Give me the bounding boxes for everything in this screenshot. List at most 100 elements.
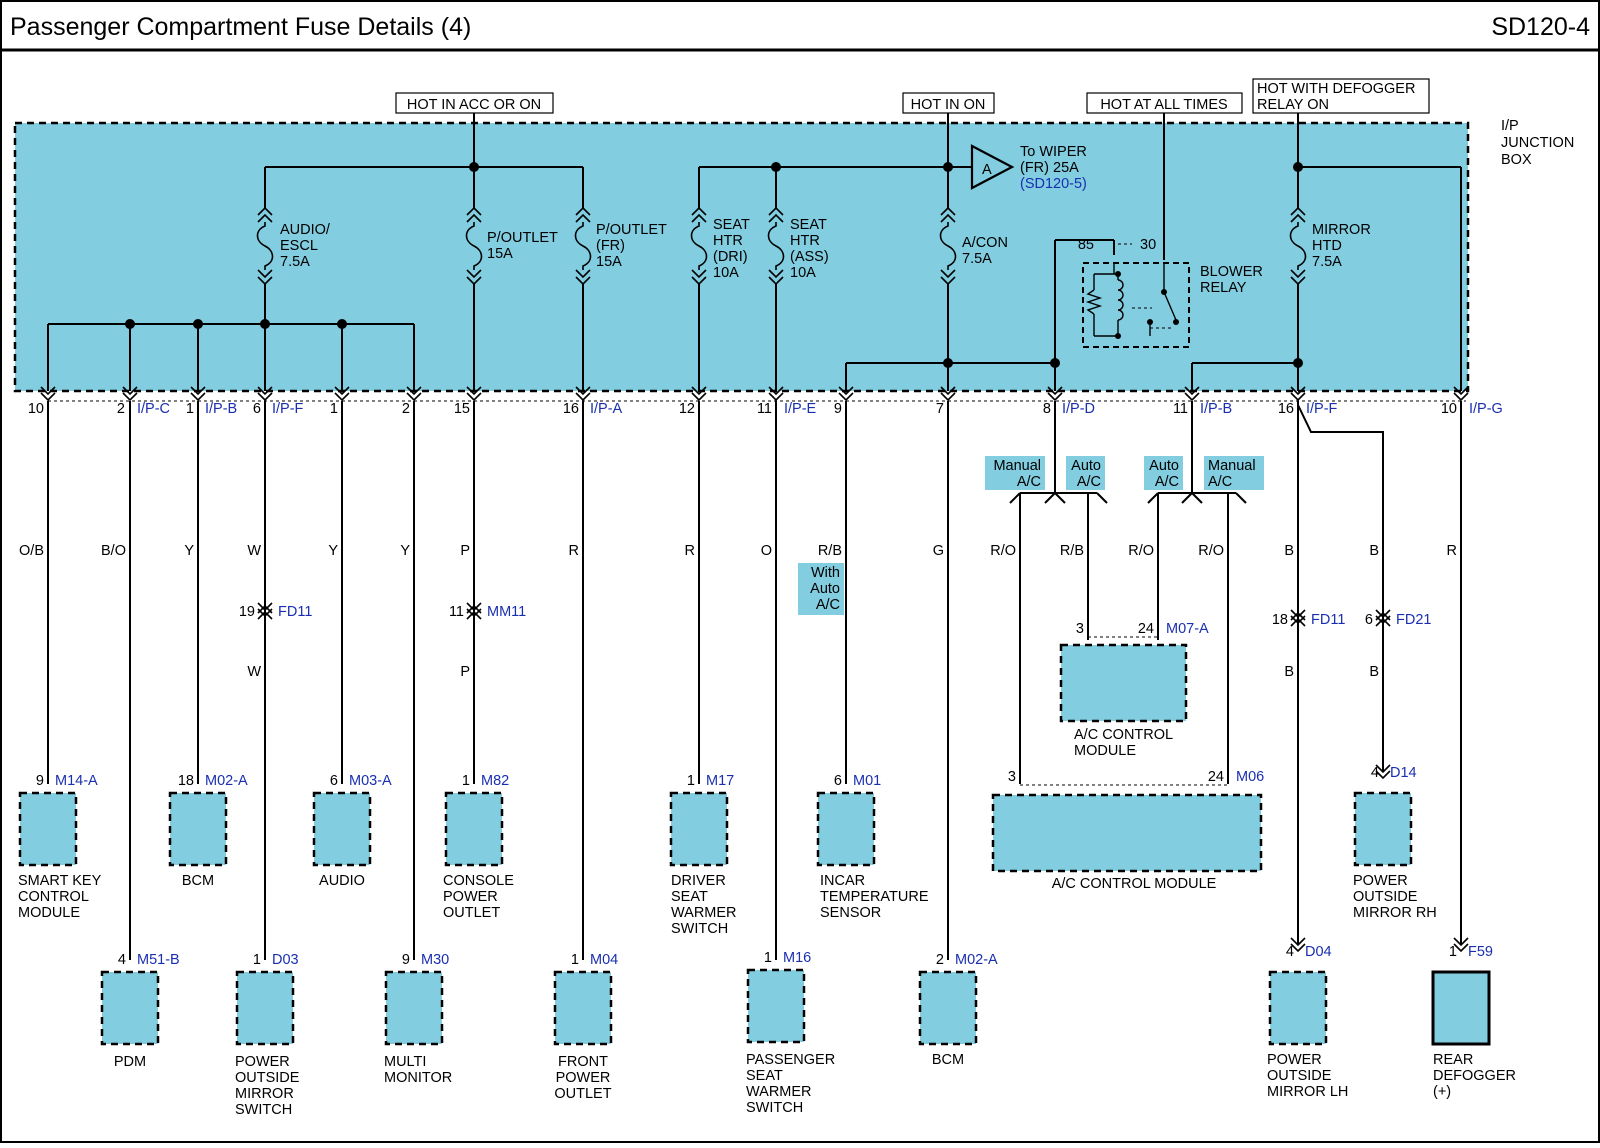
junction-box-label-2: JUNCTION	[1501, 135, 1574, 151]
fuse-acon-symbol	[939, 206, 957, 286]
inline-fd11-right-conn: FD11	[1311, 612, 1345, 628]
component-13-conn: D14	[1390, 765, 1417, 781]
offpage-triangle	[970, 144, 1015, 190]
d04-chevron	[1290, 937, 1306, 953]
component-5-conn: M30	[421, 952, 449, 968]
page-title: Passenger Compartment Fuse Details (4)	[10, 13, 471, 41]
ip-chevron-9	[768, 386, 784, 402]
m07-pin-3: 3	[1076, 621, 1084, 637]
fuse-audio-1: AUDIO/	[280, 222, 331, 238]
f59-chevron	[1453, 937, 1469, 953]
component-10-name-0: INCAR	[820, 873, 865, 889]
option-auto-right-1: Auto	[1149, 458, 1179, 474]
component-8-conn: M17	[706, 773, 734, 789]
wire-color-14: R/O	[1128, 543, 1154, 559]
option-with-auto-1: With	[811, 565, 840, 581]
offpage-label-1: To WIPER	[1020, 144, 1087, 160]
fuse-seat-dri-2: HTR	[713, 233, 743, 249]
wire-color-2: Y	[184, 543, 194, 559]
option-manual-right-1: Manual	[1208, 458, 1256, 474]
component-8-name-1: SEAT	[671, 889, 708, 905]
inline-mm11-pin: 11	[449, 604, 464, 620]
component-2-box	[168, 791, 228, 867]
blower-relay: 85 30 BLOWER RELAY	[1078, 237, 1263, 348]
splice-dots	[125, 162, 1303, 368]
ip-conn-9: I/P-E	[784, 401, 817, 417]
component-13-name-0: POWER	[1353, 873, 1408, 889]
fuse-audio-symbol	[256, 206, 274, 286]
junction-box-label-3: BOX	[1501, 152, 1532, 168]
fuse-poutlet-fr-2: (FR)	[596, 238, 625, 254]
component-6-box	[444, 791, 504, 867]
component-0-box	[18, 791, 78, 867]
wire-color-15: R/O	[1198, 543, 1224, 559]
component-8-pin: 1	[687, 773, 695, 789]
m07-name-1: A/C CONTROL	[1074, 727, 1173, 743]
wire-color-0: O/B	[19, 543, 44, 559]
component-3-conn: D03	[272, 952, 299, 968]
ip-chevron-7	[575, 386, 591, 402]
component-2-conn: M02-A	[205, 773, 248, 789]
component-10-name-1: TEMPERATURE	[820, 889, 929, 905]
wire-color-4: Y	[328, 543, 338, 559]
wire-color-5: Y	[400, 543, 410, 559]
m06-pin-3: 3	[1008, 769, 1016, 785]
ip-chevron-5	[406, 386, 422, 402]
component-14-name-0: POWER	[1267, 1052, 1322, 1068]
component-2-name-0: BCM	[182, 873, 214, 889]
inline-fd11-left-chevron-down	[257, 602, 273, 618]
wire-color-9: O	[761, 543, 772, 559]
ip-pin-0: 10	[28, 401, 44, 417]
m07-a-module: 3 24 M07-A A/C CONTROL MODULE	[1059, 621, 1209, 759]
component-5-pin: 9	[402, 952, 410, 968]
component-14-name-2: MIRROR LH	[1267, 1084, 1348, 1100]
ip-chevron-11	[940, 386, 956, 402]
ip-conn-7: I/P-A	[590, 401, 623, 417]
fuse-seat-ass-1: SEAT	[790, 217, 827, 233]
ip-pin-1: 2	[117, 401, 125, 417]
fuse-audio-2: ESCL	[280, 238, 318, 254]
component-9-conn: M16	[783, 950, 811, 966]
ip-conn-13: I/P-B	[1200, 401, 1232, 417]
fuse-acon-1: A/CON	[962, 235, 1008, 251]
ip-pin-14: 16	[1278, 401, 1294, 417]
source-acc-on: HOT IN ACC OR ON	[407, 97, 541, 113]
ip-chevron-4	[334, 386, 350, 402]
component-14-box	[1268, 970, 1328, 1046]
component-0-name-1: CONTROL	[18, 889, 89, 905]
component-7-name-0: FRONT	[558, 1054, 608, 1070]
m07-conn: M07-A	[1166, 621, 1209, 637]
fuse-seat-ass-symbol	[767, 206, 785, 286]
component-15-conn: F59	[1468, 944, 1493, 960]
component-14-conn: D04	[1305, 944, 1332, 960]
component-5-name-1: MONITOR	[384, 1070, 452, 1086]
component-8-box	[669, 791, 729, 867]
ip-conn-12: I/P-D	[1062, 401, 1095, 417]
ip-pin-12: 8	[1043, 401, 1051, 417]
wire-color-17: B	[1369, 543, 1379, 559]
fuse-mirror-1: MIRROR	[1312, 222, 1371, 238]
m07-name-2: MODULE	[1074, 743, 1136, 759]
ip-chevron-15	[1453, 386, 1469, 402]
component-6-name-1: POWER	[443, 889, 498, 905]
component-13-name-1: OUTSIDE	[1353, 889, 1418, 905]
ip-chevron-1	[122, 386, 138, 402]
fuse-poutlet-symbol	[465, 206, 483, 286]
m06-module: 3 24 M06 A/C CONTROL MODULE	[991, 769, 1264, 892]
ip-chevron-3	[257, 386, 273, 402]
relay-pin-85: 85	[1078, 237, 1094, 253]
inline-fd11-left-conn: FD11	[278, 604, 312, 620]
ip-connector-labels: 10 2 I/P-C 1 I/P-B 6 I/P-F 1 2 15 16 I/P…	[28, 401, 1503, 417]
component-6-name-2: OUTLET	[443, 905, 500, 921]
ip-conn-2: I/P-B	[205, 401, 237, 417]
m06-name: A/C CONTROL MODULE	[1052, 876, 1217, 892]
external-wiring	[47, 401, 1462, 960]
component-3-name-0: POWER	[235, 1054, 290, 1070]
option-labels: Manual A/C Auto A/C Auto A/C Manual A/C …	[798, 456, 1264, 615]
component-4-conn: M03-A	[349, 773, 392, 789]
fuse-seat-dri-1: SEAT	[713, 217, 750, 233]
component-9-name-0: PASSENGER	[746, 1052, 835, 1068]
offpage-ref[interactable]: (SD120-5)	[1020, 176, 1087, 192]
ip-conn-3: I/P-F	[272, 401, 304, 417]
ip-chevron-2	[190, 386, 206, 402]
